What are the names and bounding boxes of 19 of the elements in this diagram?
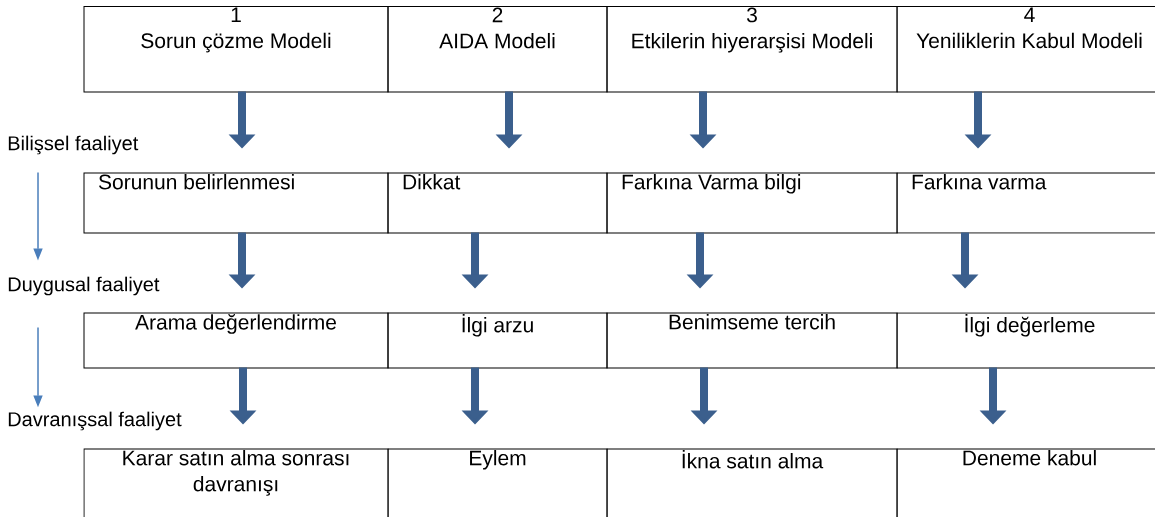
stage-box: Sorunun belirlenmesi — [83, 172, 389, 234]
model-box: 1 Sorun çözme Modeli — [83, 6, 389, 93]
stage-box: Farkına Varma bilgi — [606, 172, 898, 234]
stage-box: İlgi değerleme — [896, 312, 1155, 369]
stage-box: Arama değerlendirme — [83, 312, 389, 369]
stage-box: İlgi arzu — [387, 312, 608, 369]
side-label: Duygusal faaliyet — [8, 276, 160, 296]
model-box: 3 Etkilerin hiyerarşisi Modeli — [606, 6, 898, 93]
model-box: 2 AIDA Modeli — [387, 6, 608, 93]
side-label: Davranışsal faaliyet — [8, 411, 182, 431]
stage-box: Farkına varma — [896, 172, 1155, 234]
stage-box: Eylem — [387, 448, 608, 517]
stage-box: Karar satın alma sonrası davranışı — [83, 448, 389, 517]
model-box: 4 Yeniliklerin Kabul Modeli — [896, 6, 1155, 93]
stage-box: Dikkat — [387, 172, 608, 234]
stage-box: Deneme kabul — [896, 448, 1155, 517]
stage-box: Benimseme tercih — [606, 312, 898, 369]
stage-box: İkna satın alma — [606, 448, 898, 517]
side-label: Bilişsel faaliyet — [8, 135, 139, 155]
